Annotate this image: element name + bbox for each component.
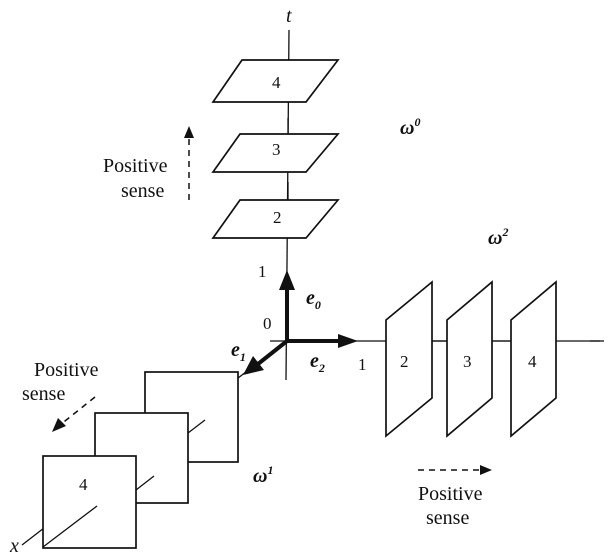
- omega0-sheet-3-number: 3: [272, 140, 281, 159]
- omega0-index: 0: [414, 115, 420, 129]
- origin-label: 0: [263, 314, 272, 333]
- omega1-symbol: ω: [253, 465, 267, 487]
- omega1-sheet-front-number: 4: [79, 475, 88, 494]
- positive-sense-t-line2: sense: [121, 180, 164, 202]
- svg-text:ω0: ω0: [400, 115, 420, 139]
- x-axis-label: x: [9, 535, 19, 553]
- e0-arrowhead: [279, 270, 295, 290]
- positive-sense-y: Positive sense: [418, 465, 492, 529]
- omega0-sheet-2-number: 2: [273, 208, 282, 227]
- omega1-sheets: 4: [42, 371, 239, 549]
- omega2-label: ω2: [488, 225, 508, 249]
- omega2-index: 2: [501, 225, 508, 239]
- omega0-sheet-4: [211, 59, 340, 103]
- omega2-symbol: ω: [488, 227, 502, 249]
- basis-vectors: [243, 270, 358, 375]
- positive-sense-x-line2: sense: [22, 383, 65, 405]
- omega1-sheet-front: [42, 455, 137, 549]
- positive-sense-y-line1: Positive: [418, 483, 483, 505]
- e0-label: e0: [306, 287, 321, 312]
- e2-label: e2: [310, 350, 325, 375]
- omega2-sheet-4: [510, 280, 557, 438]
- omega0-sheet-4-number: 4: [272, 73, 281, 92]
- positive-sense-t-line1: Positive: [103, 155, 168, 177]
- omega1-label: ω1: [253, 463, 273, 487]
- y-tick-1: 1: [358, 355, 367, 374]
- svg-text:ω2: ω2: [488, 225, 508, 249]
- svg-text:ω1: ω1: [253, 463, 273, 487]
- omega0-sheet-3: [211, 133, 340, 173]
- omega1-index: 1: [267, 463, 273, 477]
- omega2-sheet-2: [385, 280, 433, 438]
- e2-arrowhead: [338, 334, 358, 348]
- t-tick-1: 1: [258, 262, 267, 281]
- omega2-sheet-3: [446, 280, 493, 438]
- positive-sense-x-line1: Positive: [34, 359, 99, 381]
- e1-vector: [256, 339, 289, 366]
- positive-sense-y-line2: sense: [426, 507, 469, 529]
- omega2-sheets: 2 3 4: [385, 280, 557, 438]
- positive-sense-x: Positive sense: [22, 359, 99, 432]
- t-axis-label: t: [286, 5, 292, 27]
- omega0-sheet-2: [211, 199, 340, 239]
- e1-label: e1: [231, 339, 246, 364]
- omega0-sheets: 4 3 2: [211, 59, 340, 239]
- omega2-sheet-3-number: 3: [463, 352, 472, 371]
- omega0-label: ω0: [400, 115, 420, 139]
- omega2-sheet-4-number: 4: [528, 352, 537, 371]
- omega2-sheet-2-number: 2: [400, 352, 409, 371]
- omega0-symbol: ω: [400, 117, 414, 139]
- positive-sense-t: Positive sense: [103, 126, 194, 202]
- e1-arrowhead: [243, 356, 264, 375]
